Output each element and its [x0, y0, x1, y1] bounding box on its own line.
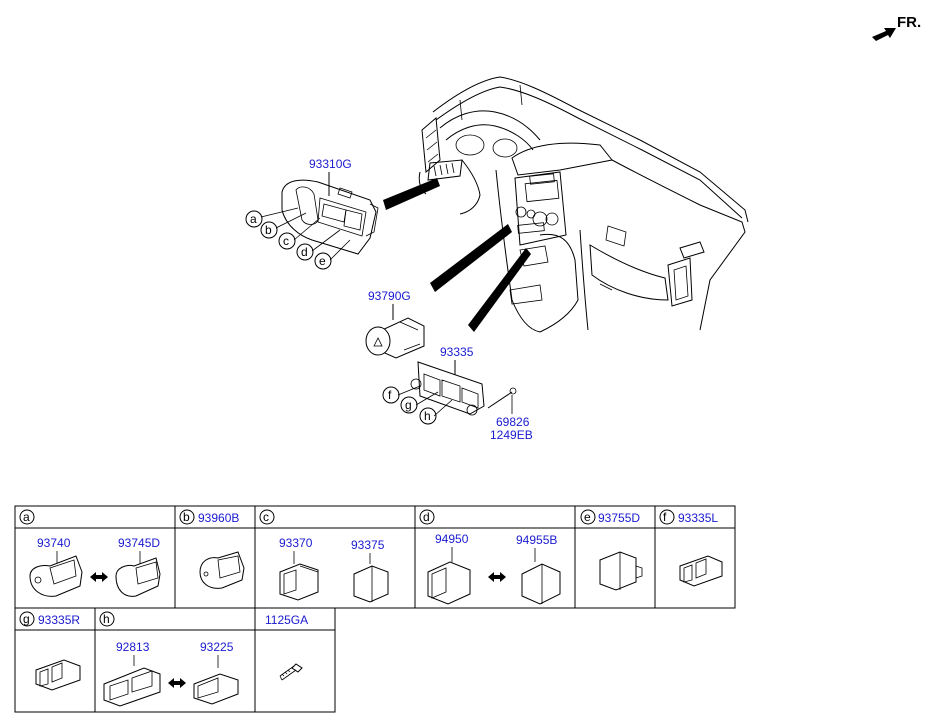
callout-circles-upper: a b c d e: [245, 210, 332, 270]
callout-circles-lower: f g h: [382, 386, 437, 425]
callout-letter-g: g: [405, 398, 412, 412]
cluster-facia-assembly: 93310G: [260, 157, 379, 261]
switch-bracket-assembly: 93335 69826 1249EB: [397, 345, 533, 442]
table-cell-d: d 94950 94955B: [419, 509, 561, 605]
part-number-93310G[interactable]: 93310G: [309, 157, 352, 171]
callout-letter-h: h: [424, 409, 431, 423]
part-number-69826[interactable]: 69826: [496, 415, 530, 429]
part-number-1125GA[interactable]: 1125GA: [265, 613, 308, 627]
double-arrow-icon: [488, 572, 506, 582]
part-number-93755D[interactable]: 93755D: [598, 511, 640, 525]
part-number-93740[interactable]: 93740: [37, 536, 71, 550]
part-number-94955B[interactable]: 94955B: [516, 533, 557, 547]
table-cell-a: a 93740 93745D: [19, 509, 161, 597]
cell-letter: d: [423, 510, 430, 524]
part-number-94950[interactable]: 94950: [435, 532, 469, 546]
cell-letter: c: [263, 510, 269, 524]
callout-letter-d: d: [301, 245, 308, 259]
table-cell-screw: 1125GA: [265, 613, 308, 681]
table-cell-b: b 93960B: [179, 509, 245, 589]
table-cell-g: g 93335R: [19, 611, 81, 691]
part-number-93335L[interactable]: 93335L: [678, 511, 718, 525]
cell-letter: h: [103, 612, 110, 626]
parts-table: a 93740 93745D b 93960B c 93370 933: [14, 505, 736, 713]
callout-letter-c: c: [283, 234, 289, 248]
cell-letter: a: [23, 510, 30, 524]
front-direction-indicator: FR.: [872, 14, 921, 41]
part-number-93790G[interactable]: 93790G: [368, 289, 411, 303]
double-arrow-icon: [90, 572, 108, 582]
table-cell-h: h 92813 93225: [99, 611, 239, 707]
callout-letter-b: b: [265, 223, 272, 237]
part-number-93335[interactable]: 93335: [440, 345, 474, 359]
part-number-93370[interactable]: 93370: [279, 536, 313, 550]
hazard-switch: 93790G: [365, 289, 425, 359]
front-label: FR.: [897, 14, 921, 31]
part-number-93745D[interactable]: 93745D: [118, 536, 160, 550]
table-cell-c: c 93370 93375: [259, 509, 389, 603]
cell-letter: e: [584, 510, 591, 524]
callout-letter-e: e: [319, 254, 326, 268]
double-arrow-icon: [168, 678, 186, 688]
callout-letter-f: f: [388, 388, 392, 402]
part-number-93960B[interactable]: 93960B: [198, 511, 239, 525]
part-number-93225[interactable]: 93225: [200, 640, 234, 654]
dashboard-illustration: [418, 76, 749, 333]
table-cell-f: f 93335L: [659, 509, 723, 587]
part-number-93335R[interactable]: 93335R: [38, 613, 80, 627]
part-number-93375[interactable]: 93375: [351, 538, 385, 552]
part-number-1249EB[interactable]: 1249EB: [490, 428, 533, 442]
screw-icon: [291, 663, 303, 673]
cell-letter: b: [183, 510, 190, 524]
callout-letter-a: a: [250, 212, 257, 226]
leader-wedges: [383, 178, 531, 332]
part-number-92813[interactable]: 92813: [116, 640, 150, 654]
front-arrow-icon: [872, 28, 896, 41]
table-cell-e: e 93755D: [580, 509, 643, 591]
cell-letter: f: [663, 510, 667, 524]
cell-letter: g: [23, 612, 30, 626]
